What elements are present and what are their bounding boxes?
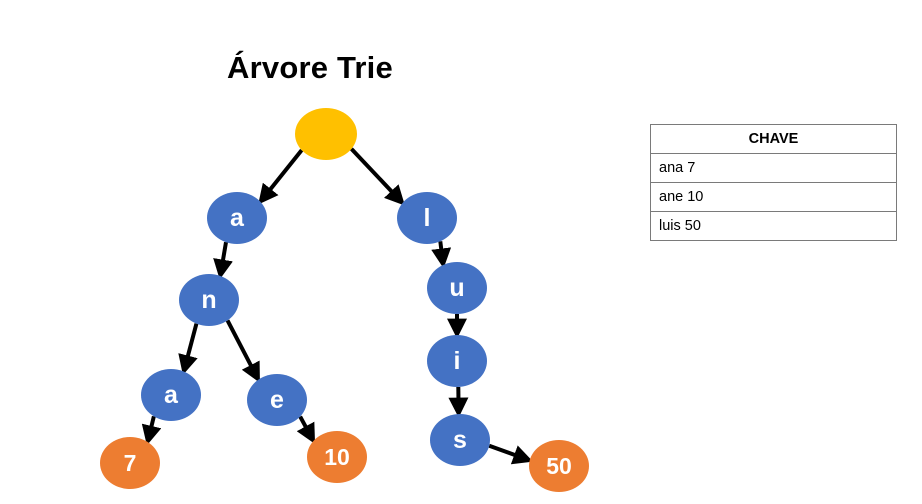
trie-node-l[interactable]: l xyxy=(397,192,457,244)
trie-node-label: a xyxy=(164,380,178,409)
trie-node-s[interactable]: s xyxy=(430,414,490,466)
table-header-row: CHAVE xyxy=(650,124,897,154)
trie-edge-a2-to-v7 xyxy=(141,415,162,446)
table-cell-chave: ane 10 xyxy=(650,182,897,212)
trie-node-label: s xyxy=(453,425,467,454)
trie-node-a1[interactable]: a xyxy=(207,192,267,244)
trie-node-i[interactable]: i xyxy=(427,335,487,387)
trie-edge-n-to-a2 xyxy=(178,323,199,375)
trie-edge-s-to-v50 xyxy=(488,443,534,465)
trie-node-v10[interactable]: 10 xyxy=(307,431,367,483)
trie-node-root[interactable] xyxy=(295,108,357,160)
trie-node-a2[interactable]: a xyxy=(141,369,201,421)
trie-node-label: u xyxy=(449,273,465,302)
trie-node-label: i xyxy=(453,346,461,375)
trie-node-label: l xyxy=(423,203,431,232)
trie-node-label: 10 xyxy=(324,443,350,470)
trie-edge-a1-to-n xyxy=(213,241,233,280)
trie-node-v50[interactable]: 50 xyxy=(529,440,589,492)
trie-node-e[interactable]: e xyxy=(247,374,307,426)
trie-edge-e-to-v10 xyxy=(296,415,316,445)
trie-edge-root-to-l xyxy=(349,147,405,206)
trie-node-label: a xyxy=(230,203,244,232)
trie-node-label: 50 xyxy=(546,452,572,479)
trie-node-u[interactable]: u xyxy=(427,262,487,314)
table-cell-chave: luis 50 xyxy=(650,211,897,241)
table-row: luis 50 xyxy=(650,211,897,241)
trie-node-label: 7 xyxy=(123,449,137,476)
trie-edge-l-to-u xyxy=(431,241,452,269)
trie-edge-n-to-e xyxy=(225,319,260,383)
table-header-chave: CHAVE xyxy=(650,124,897,154)
trie-node-n[interactable]: n xyxy=(179,274,239,326)
page-title: Árvore Trie xyxy=(227,50,393,85)
edge-layer xyxy=(141,147,534,465)
trie-node-label: n xyxy=(201,285,217,314)
trie-edge-root-to-a1 xyxy=(258,148,304,205)
table-row: ane 10 xyxy=(650,182,897,212)
trie-node-v7[interactable]: 7 xyxy=(100,437,160,489)
table-row: ana 7 xyxy=(650,153,897,183)
table-cell-chave: ana 7 xyxy=(650,153,897,183)
trie-node-label: e xyxy=(270,385,284,414)
